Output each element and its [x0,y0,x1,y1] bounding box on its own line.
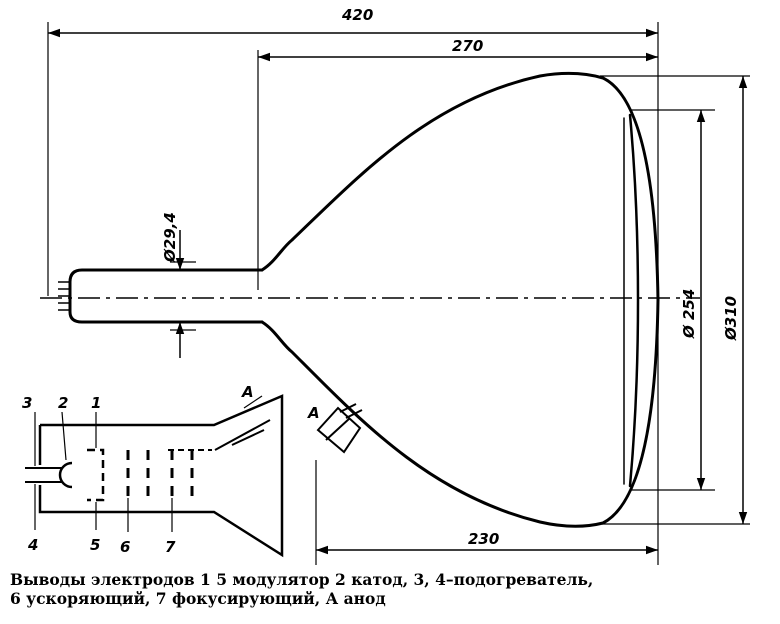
bulb-lower-edge [260,298,660,528]
focusing-electrode [168,449,212,496]
anode-coating [214,419,271,451]
pin-label-3: 3 [22,394,32,412]
electrode-schematic [25,394,284,558]
dim-420-label: 420 [341,6,373,24]
caption-line-2: 6 ускоряющий, 7 фокусирующий, А анод [10,589,386,608]
modulator-electrode [87,448,105,502]
tube-outline [68,71,660,528]
cathode [58,461,73,489]
pin-label-1: 1 [91,394,101,412]
bulb-upper-edge [260,71,660,302]
base-pins [58,281,70,311]
screen-face [628,113,640,488]
pin-label-7: 7 [165,538,176,556]
dim-254-label: Ø 254 [680,289,698,339]
pin-label-4: 4 [27,536,38,554]
dim-230-label: 230 [468,530,499,548]
accelerating-electrode [126,450,150,496]
caption-line-1: Выводы электродов 1 5 модулятор 2 катод,… [10,570,594,589]
anode-cap [316,403,363,454]
tube-neck [68,268,264,324]
extension-lines [47,22,750,565]
anode-label-bulb: A [307,404,320,422]
schematic-tube-outline [38,394,284,558]
crt-tube-drawing: 420 270 230 Ø 254 Ø310 Ø29,4 [22,6,750,565]
dim-29-4-label: Ø29,4 [161,212,179,263]
pin-leaders [34,395,263,532]
pin-label-5: 5 [90,536,100,554]
caption: Выводы электродов 1 5 модулятор 2 катод,… [10,570,780,608]
anode-label-schematic: A [241,383,254,401]
dim-270-label: 270 [452,37,483,55]
dimension-lines [48,28,748,555]
pin-label-2: 2 [58,394,68,412]
heater-leads [25,467,62,483]
pin-label-6: 6 [120,538,130,556]
dim-310-label: Ø310 [722,296,740,341]
